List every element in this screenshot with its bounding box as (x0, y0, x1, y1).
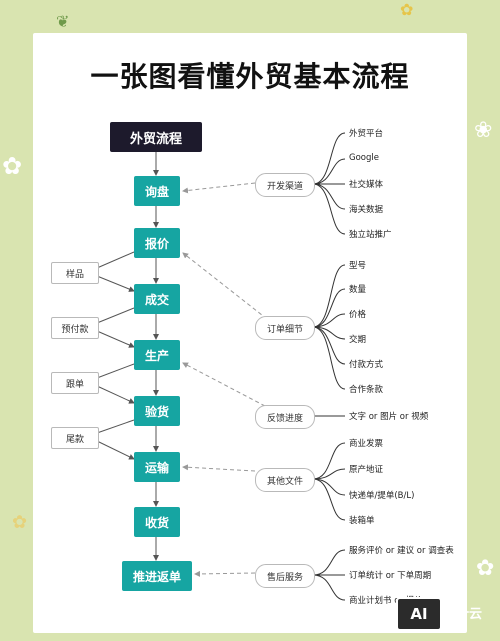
leaf-item: 社交媒体 (349, 180, 384, 190)
flower-decoration-top-right: ✿ (400, 0, 414, 19)
flower-decoration-top-left: ❦ (56, 12, 70, 31)
category-other-documents: 其他文件 (255, 468, 315, 492)
side-note-sample: 样品 (51, 262, 99, 284)
content-card: 一张图看懂外贸基本流程 (33, 33, 467, 633)
watermark-brand-name: 树叶云 (443, 607, 483, 622)
step-shipping: 运输 (134, 452, 180, 482)
flow-start-node: 外贸流程 (110, 122, 202, 152)
leaf-item: 商业发票 (349, 439, 384, 449)
leaf-item: 快递单/提单(B/L) (349, 491, 415, 501)
category-progress-feedback: 反馈进度 (255, 405, 315, 429)
step-inquiry: 询盘 (134, 176, 180, 206)
leaf-item: 价格 (349, 310, 367, 320)
leaf-item: 海关数据 (349, 205, 384, 215)
step-quotation: 报价 (134, 228, 180, 258)
side-note-balance: 尾款 (51, 427, 99, 449)
leaf-item: 合作条款 (349, 385, 384, 395)
step-reorder: 推进返单 (122, 561, 192, 591)
step-receipt: 收货 (134, 507, 180, 537)
leaf-item: 付款方式 (349, 360, 384, 370)
side-note-prepayment: 预付款 (51, 317, 99, 339)
side-note-follow-up: 跟单 (51, 372, 99, 394)
category-after-sales: 售后服务 (255, 564, 315, 588)
leaf-item: 型号 (349, 261, 367, 271)
leaf-item: 文字 or 图片 or 视频 (349, 412, 429, 422)
step-deal: 成交 (134, 284, 180, 314)
leaf-item: 原产地证 (349, 465, 384, 475)
leaf-item: 交期 (349, 335, 367, 345)
leaf-item: 数量 (349, 285, 367, 295)
leaf-item: Google (349, 153, 379, 163)
flower-decoration-bottom-left: ✿ (12, 512, 28, 533)
page-title: 一张图看懂外贸基本流程 (90, 60, 410, 93)
step-production: 生产 (134, 340, 180, 370)
leaf-item: 服务评价 or 建议 or 调查表 (349, 546, 454, 556)
flower-decoration-bottom-right: ✿ (476, 556, 495, 581)
leaf-decoration-right: ❀ (474, 118, 493, 143)
watermark-logo-badge: AI (396, 597, 442, 631)
step-inspection: 验货 (134, 396, 180, 426)
leaf-item: 商业计划书 or 报价 (349, 596, 423, 606)
leaf-item: 外贸平台 (349, 129, 384, 139)
flower-decoration-left: ✿ (2, 152, 23, 180)
category-order-details: 订单细节 (255, 316, 315, 340)
connector-lines (96, 132, 346, 601)
leaf-item: 独立站推广 (349, 230, 392, 240)
category-channels: 开发渠道 (255, 173, 315, 197)
leaf-item: 订单统计 or 下单周期 (349, 571, 432, 581)
leaf-item: 装箱单 (349, 516, 375, 526)
